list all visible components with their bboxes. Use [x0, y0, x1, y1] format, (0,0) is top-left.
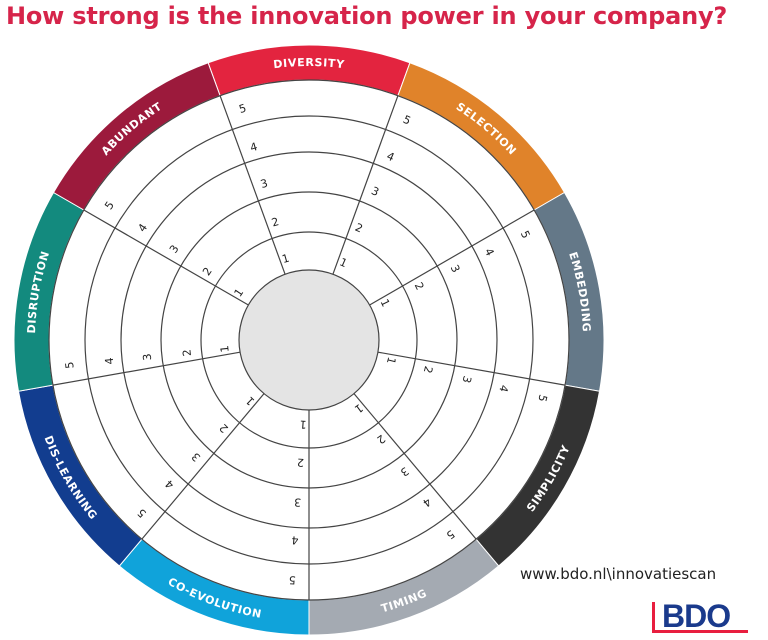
scale-number: 3 — [448, 263, 463, 275]
scale-number: 2 — [412, 280, 427, 292]
spoke — [353, 393, 477, 540]
scale-number: 3 — [369, 184, 381, 199]
scale-number: 5 — [518, 229, 533, 241]
scale-number: 1 — [338, 255, 350, 270]
scale-number: 4 — [385, 149, 397, 164]
scale-number: 1 — [378, 297, 393, 309]
logo-text: BDO — [662, 598, 731, 634]
scale-number: 5 — [63, 361, 77, 369]
scale-number: 2 — [353, 221, 365, 236]
page-title: How strong is the innovation power in yo… — [6, 2, 728, 30]
scale-number: 4 — [249, 140, 259, 154]
scale-number: 1 — [299, 418, 307, 431]
scale-number: 1 — [281, 252, 291, 266]
scale-number: 2 — [180, 349, 194, 357]
scale-number: 5 — [288, 573, 296, 586]
scale-number: 5 — [401, 113, 413, 128]
scale-number: 3 — [294, 495, 302, 508]
center-hub — [238, 269, 380, 411]
spoke — [332, 95, 399, 275]
scale-number: 5 — [535, 393, 549, 403]
scale-number: 1 — [218, 345, 232, 353]
spoke — [141, 393, 265, 540]
scale-number: 1 — [384, 355, 398, 365]
spoke — [83, 209, 249, 306]
outer-color-ring: DIVERSITYSELECTIONEMBEDDINGSIMPLICITYTIM… — [13, 44, 605, 636]
scale-number: 3 — [460, 374, 474, 384]
spoke — [377, 351, 566, 386]
score-grid — [48, 79, 570, 601]
scale-number: 4 — [103, 357, 117, 365]
bdo-logo: BDO — [650, 598, 750, 636]
scale-number: 2 — [297, 455, 305, 468]
spoke — [369, 209, 535, 306]
scale-number: 4 — [291, 533, 299, 546]
scale-number: 4 — [482, 246, 497, 258]
website-url[interactable]: www.bdo.nl\innovatiescan — [520, 565, 717, 583]
logo-bar — [652, 602, 655, 630]
scale-number: 2 — [270, 215, 280, 229]
scale-number: 3 — [259, 177, 269, 191]
spoke — [219, 95, 286, 275]
scale-number: 3 — [141, 353, 155, 361]
scale-number: 4 — [496, 384, 510, 394]
spoke — [52, 351, 241, 386]
logo-underline — [652, 630, 748, 633]
segment-label-diversity: DIVERSITY — [273, 56, 346, 71]
scale-number: 5 — [238, 102, 248, 116]
scale-number: 2 — [421, 365, 435, 375]
